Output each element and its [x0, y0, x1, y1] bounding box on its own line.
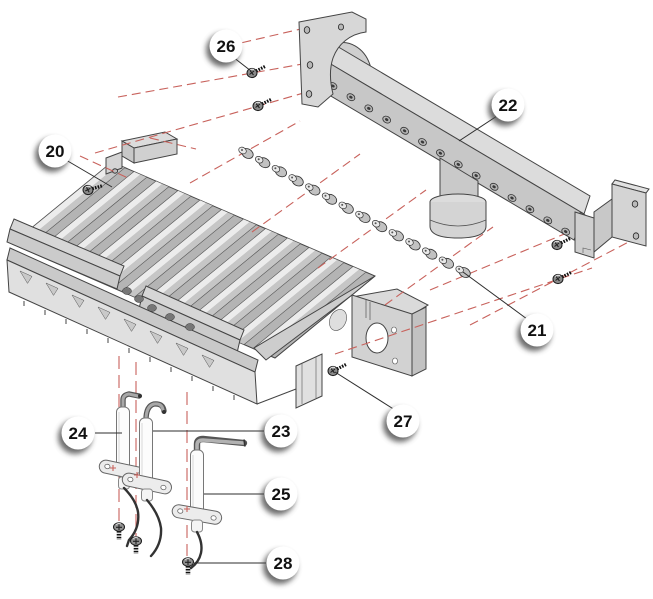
manifold-screw-26a: [245, 64, 267, 80]
leader-line-27: [334, 371, 396, 411]
injector-orifice: [403, 236, 423, 253]
alignment-lines: [79, 27, 647, 355]
electrode-screw-28a: [114, 523, 125, 540]
burner-chute: [253, 275, 376, 361]
alignment-line: [317, 189, 427, 269]
callout-23: 23: [261, 414, 298, 452]
flange-bolt-hole: [303, 26, 311, 34]
injector-orifice: [253, 154, 273, 171]
alignment-line: [251, 153, 361, 233]
alignment-line: [429, 199, 647, 291]
callout-22: 22: [488, 88, 525, 126]
callout-20: 20: [35, 134, 72, 172]
injector-orifice: [337, 200, 356, 216]
plate-large-hole: [365, 322, 389, 354]
callout-26-number: 26: [217, 37, 236, 56]
injector-orifice: [320, 191, 339, 207]
callout-24-number: 24: [69, 424, 88, 443]
electrode-tip-wire: [145, 498, 163, 558]
flange-bolt-hole: [631, 200, 639, 208]
callout-24: 24: [58, 416, 95, 454]
leader-line-21: [462, 271, 528, 320]
injector-orifice: [270, 163, 289, 180]
callout-28: 28: [263, 546, 300, 584]
manifold-left-flange: [298, 11, 367, 108]
ignition-electrode-23: [121, 401, 172, 558]
callout-20-number: 20: [46, 142, 65, 161]
callout-28-number: 28: [274, 554, 293, 573]
flange-bolt-hole: [337, 23, 344, 31]
callout-21: 21: [517, 313, 554, 351]
flange-bolt-hole: [305, 90, 313, 98]
callout-25-number: 25: [272, 485, 291, 504]
manifold-inlet-pipe: [429, 157, 487, 239]
flange-bolt-hole: [632, 232, 640, 240]
alignment-line: [384, 226, 494, 306]
manifold-right-flange: [574, 179, 650, 259]
callouts: 20 21 22 23 24 25 26 27 28: [35, 29, 554, 584]
callout-23-number: 23: [272, 422, 291, 441]
flange-hole-markers: [110, 465, 190, 512]
leader-lines: [65, 56, 528, 564]
injector-orifice: [303, 181, 323, 198]
injector-orifice: [353, 209, 373, 226]
plate-screw-27: [326, 362, 348, 378]
skirt-ticks: [23, 301, 235, 400]
venturi-ports: [122, 287, 195, 331]
chute-notch: [329, 309, 347, 331]
callout-27: 27: [383, 404, 420, 442]
injector-orifice: [370, 218, 390, 235]
plate-small-hole: [391, 326, 397, 334]
left-baffle-rail: [6, 218, 125, 290]
electrode-tip-wire: [189, 530, 203, 570]
injector-orifice: [387, 227, 406, 244]
manifold-screw-26d: [551, 270, 573, 286]
callout-26: 26: [206, 29, 243, 67]
electrode-screw-28b: [131, 537, 142, 554]
callout-22-number: 22: [499, 96, 518, 115]
callout-21-number: 21: [528, 321, 547, 340]
sensing-electrode-25: [171, 435, 248, 570]
injector-orifice: [437, 255, 456, 271]
flange-bolt-hole: [306, 61, 314, 69]
burner-assembly: [6, 131, 430, 409]
leader-line-22: [458, 115, 498, 142]
alignment-line: [117, 62, 309, 98]
injector-orifice: [420, 246, 440, 262]
electrode-tip-wire: [122, 486, 140, 548]
injector-orifice: [287, 172, 306, 189]
callout-25: 25: [261, 477, 298, 515]
gas-manifold: [298, 11, 650, 259]
leader-line-20: [65, 159, 113, 188]
alignment-line: [149, 137, 197, 150]
manifold-screw-26b: [251, 97, 273, 113]
bottom-corner-channel: [256, 353, 323, 409]
alignment-line: [469, 235, 641, 326]
manifold-screw-26c: [550, 236, 572, 252]
alignment-line: [334, 267, 593, 355]
plate-small-hole: [392, 357, 398, 365]
mounting-bracket: [105, 131, 179, 175]
alignment-line: [79, 155, 129, 179]
electrode-flange: [171, 504, 223, 525]
alignment-line: [94, 91, 308, 154]
callout-27-number: 27: [394, 412, 413, 431]
burner-front-skirt: [6, 247, 259, 405]
